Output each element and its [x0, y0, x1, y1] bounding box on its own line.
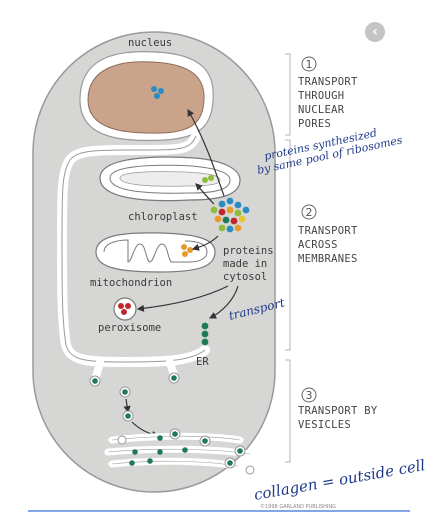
step2-line1: TRANSPORT — [298, 225, 358, 237]
arrow-to-er — [208, 285, 239, 319]
peroxisome-label: peroxisome — [98, 322, 161, 334]
cytosol-protein-cluster — [210, 197, 250, 233]
arrow-to-peroxisome — [136, 285, 229, 312]
step3-line2: VESICLES — [298, 419, 351, 431]
proteins-label-line3: cytosol — [223, 271, 267, 283]
step3-number-circle — [301, 387, 317, 403]
step2-line2: ACROSS — [298, 239, 338, 251]
transport-vesicles — [89, 358, 255, 475]
er-label: ER — [196, 356, 209, 368]
step1-line4: PORES — [298, 118, 331, 130]
step2-number: 2 — [306, 206, 313, 219]
nucleus — [87, 61, 205, 134]
step-brackets — [285, 53, 291, 463]
proteins-label-line1: proteins — [223, 245, 274, 257]
back-button[interactable]: ‹ — [365, 22, 385, 42]
arrow-to-chloroplast — [195, 183, 215, 205]
arrow-to-mitochondrion — [191, 235, 219, 251]
step3-line1: TRANSPORT BY — [298, 405, 378, 417]
er-proteins — [201, 322, 209, 346]
chloroplast-label: chloroplast — [128, 211, 198, 223]
step1-number-circle — [301, 56, 317, 72]
step1-line3: NUCLEAR — [298, 104, 345, 116]
nucleus-label: nucleus — [128, 37, 172, 49]
chevron-left-icon: ‹ — [372, 24, 378, 40]
nucleus-proteins — [151, 86, 164, 99]
mitochondrion — [95, 232, 216, 273]
proteins-label-line2: made in — [223, 258, 267, 270]
step2-line3: MEMBRANES — [298, 253, 358, 265]
handwritten-bottom-note: collagen = outside cell — [253, 456, 427, 504]
arrow-to-nucleus — [187, 108, 225, 197]
step1-line2: THROUGH — [298, 90, 344, 102]
step3-number: 3 — [306, 389, 313, 402]
copyright: ©1998 GARLAND PUBLISHING — [260, 503, 336, 510]
step2-number-circle — [301, 204, 317, 220]
mitochondrion-label: mitochondrion — [90, 277, 172, 289]
step1-line1: TRANSPORT — [298, 76, 358, 88]
step1-number: 1 — [306, 58, 313, 71]
peroxisome — [113, 297, 137, 321]
chloroplast — [99, 156, 241, 202]
